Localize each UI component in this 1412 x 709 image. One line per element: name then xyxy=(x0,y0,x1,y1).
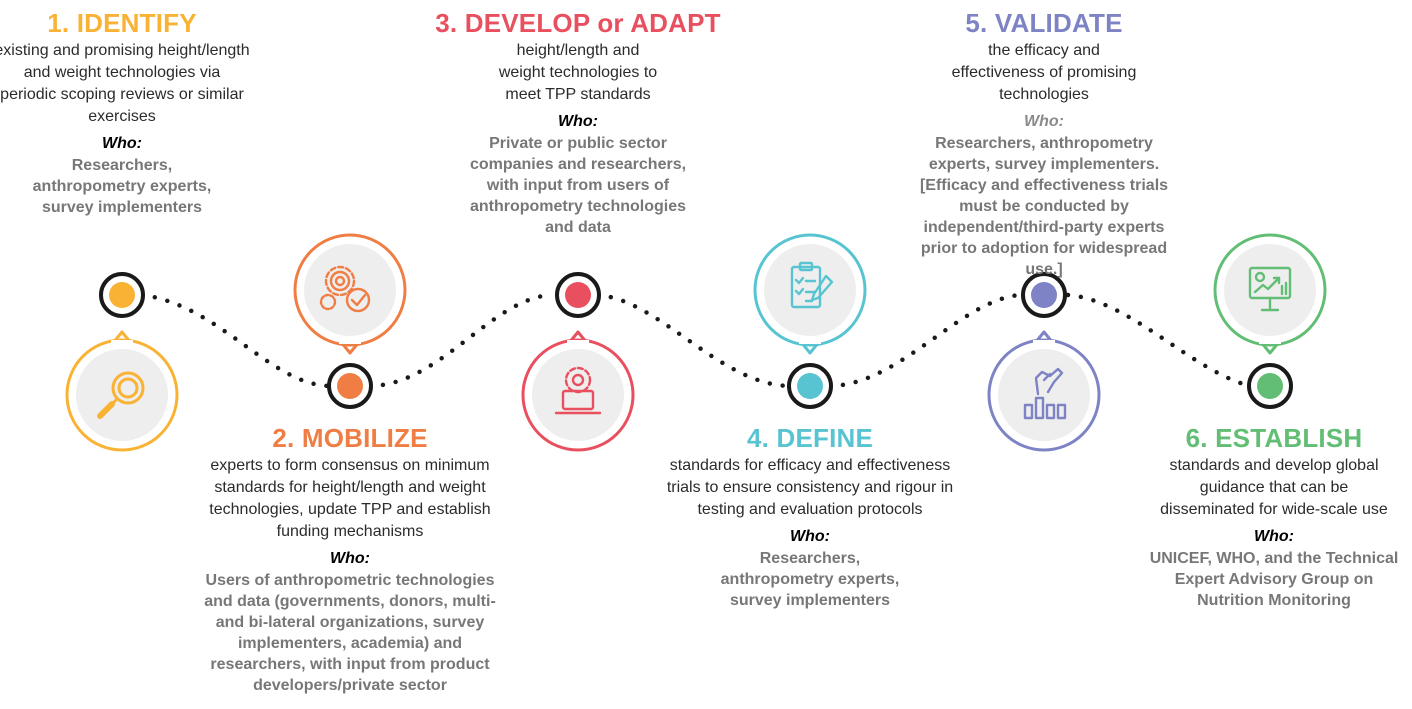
step-node-define xyxy=(787,363,833,409)
bubble-develop xyxy=(521,330,635,452)
step-node-validate xyxy=(1021,272,1067,318)
step-mobilize: 2. MOBILIZE experts to form consensus on… xyxy=(180,423,520,696)
step-node-mobilize xyxy=(327,363,373,409)
step-title: 6. ESTABLISH xyxy=(1185,423,1363,453)
clipboard-checklist-icon xyxy=(790,261,834,309)
who-text: Researchers, anthropometry experts, surv… xyxy=(720,550,900,609)
bubble-establish xyxy=(1213,233,1327,355)
who-label: Who: xyxy=(330,550,370,567)
step-description: experts to form consensus on minimum sta… xyxy=(209,457,491,540)
step-description: height/length and weight technologies to… xyxy=(498,42,658,103)
who-label: Who: xyxy=(1254,528,1294,545)
who-label: Who: xyxy=(790,528,830,545)
bubble-identify xyxy=(65,330,179,452)
who-label: Who: xyxy=(102,135,142,152)
step-title: 4. DEFINE xyxy=(746,423,874,453)
step-description: standards and develop global guidance th… xyxy=(1160,457,1388,518)
step-develop: 3. DEVELOP or ADAPT height/length and we… xyxy=(420,8,736,238)
magnifying-glass-icon xyxy=(97,371,145,419)
bubble-define xyxy=(753,233,867,355)
monitor-growth-chart-icon xyxy=(1248,266,1292,312)
who-label: Who: xyxy=(1024,113,1064,130)
bubble-validate xyxy=(987,330,1101,452)
gears-check-icon xyxy=(319,265,371,313)
step-node-identify xyxy=(99,272,145,318)
step-define: 4. DEFINE standards for efficacy and eff… xyxy=(660,423,960,611)
step-node-develop xyxy=(555,272,601,318)
who-text: UNICEF, WHO, and the Technical Expert Ad… xyxy=(1149,550,1399,609)
step-node-establish xyxy=(1247,363,1293,409)
step-identify: 1. IDENTIFY existing and promising heigh… xyxy=(0,8,250,218)
hand-bar-chart-icon xyxy=(1023,367,1067,420)
gear-laptop-icon xyxy=(554,366,602,415)
step-title: 5. VALIDATE xyxy=(965,8,1123,38)
who-text: Researchers, anthropometry experts, surv… xyxy=(919,135,1169,278)
who-label: Who: xyxy=(558,113,598,130)
bubble-mobilize xyxy=(293,233,407,355)
who-text: Private or public sector companies and r… xyxy=(469,135,687,236)
step-title: 2. MOBILIZE xyxy=(272,423,428,453)
who-text: Researchers, anthropometry experts, surv… xyxy=(32,157,212,216)
step-title: 1. IDENTIFY xyxy=(47,8,197,38)
who-text: Users of anthropometric technologies and… xyxy=(204,572,496,694)
step-description: standards for efficacy and effectiveness… xyxy=(666,457,954,518)
dotted-connector-path xyxy=(139,292,1253,389)
step-description: existing and promising height/length and… xyxy=(0,42,250,125)
step-establish: 6. ESTABLISH standards and develop globa… xyxy=(1138,423,1410,611)
step-description: the efficacy and effectiveness of promis… xyxy=(951,42,1137,103)
step-validate: 5. VALIDATE the efficacy and effectivene… xyxy=(900,8,1188,280)
step-title: 3. DEVELOP or ADAPT xyxy=(435,8,721,38)
